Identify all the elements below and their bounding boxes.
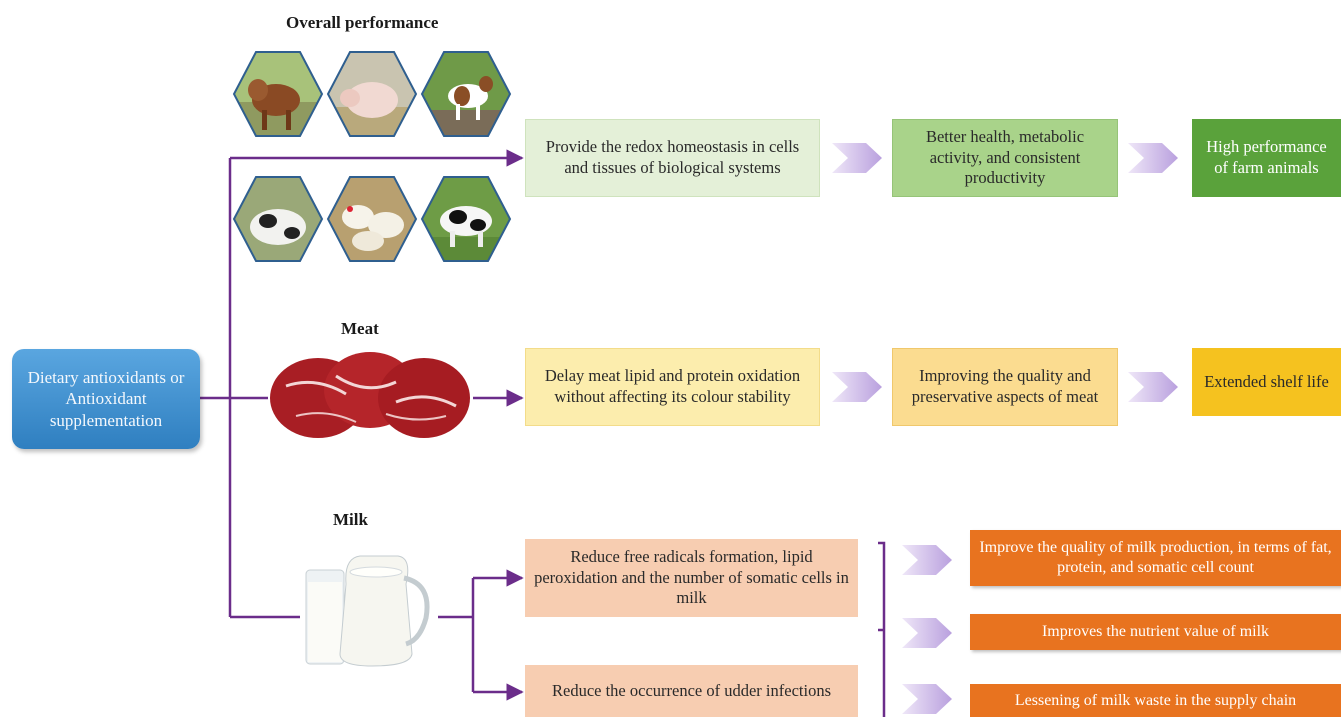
milk-cause-2-text: Reduce the occurrence of udder infection… bbox=[552, 680, 831, 700]
overall-box-1-text: Provide the redox homeostasis in cells a… bbox=[545, 137, 800, 177]
goat-icon bbox=[420, 51, 512, 137]
brown-cow-icon bbox=[232, 51, 324, 137]
raw-meat-icon bbox=[270, 352, 470, 438]
meat-box-2-text: Improving the quality and preservative a… bbox=[911, 366, 1099, 406]
meat-box-1-text: Delay meat lipid and protein oxidation w… bbox=[544, 366, 801, 406]
meat-title: Meat bbox=[341, 319, 379, 338]
milk-outcome-1-text: Improve the quality of milk production, … bbox=[979, 539, 1332, 576]
milk-outcome-1: Improve the quality of milk production, … bbox=[970, 530, 1341, 586]
milk-title: Milk bbox=[333, 510, 368, 529]
chevron-icon bbox=[1128, 143, 1178, 173]
animal-collage bbox=[232, 51, 512, 262]
chicken-icon bbox=[326, 176, 418, 262]
milk-cause-1-text: Reduce free radicals formation, lipid pe… bbox=[534, 547, 849, 608]
chevron-icon bbox=[832, 143, 882, 173]
milk-jug-glass-icon bbox=[305, 555, 430, 667]
meat-box-1: Delay meat lipid and protein oxidation w… bbox=[525, 348, 820, 426]
milk-outcome-2-text: Improves the nutrient value of milk bbox=[1041, 623, 1270, 640]
overall-box-1: Provide the redox homeostasis in cells a… bbox=[525, 119, 820, 197]
pig-icon bbox=[326, 51, 418, 137]
overall-box-2-text: Better health, metabolic activity, and c… bbox=[925, 127, 1085, 188]
meat-box-3: Extended shelf life bbox=[1192, 348, 1341, 416]
holstein-cow-icon bbox=[420, 176, 512, 262]
chevron-icon bbox=[902, 618, 952, 648]
overall-box-3-text: High performance of farm animals bbox=[1206, 137, 1327, 177]
milk-bracket bbox=[878, 541, 886, 717]
overall-box-3: High performance of farm animals bbox=[1192, 119, 1341, 197]
chevron-icon bbox=[902, 684, 952, 714]
chevron-icon bbox=[1128, 372, 1178, 402]
source-box: Dietary antioxidants or Antioxidant supp… bbox=[12, 349, 200, 449]
calf-icon bbox=[232, 176, 324, 262]
chevron-icon bbox=[902, 545, 952, 575]
milk-outcome-2: Improves the nutrient value of milk bbox=[970, 614, 1341, 650]
meat-box-3-text: Extended shelf life bbox=[1204, 371, 1329, 391]
overall-title: Overall performance bbox=[286, 13, 439, 32]
milk-outcome-3-text: Lessening of milk waste in the supply ch… bbox=[1014, 691, 1297, 709]
source-label: Dietary antioxidants or Antioxidant supp… bbox=[27, 368, 185, 430]
milk-outcome-3: Lessening of milk waste in the supply ch… bbox=[970, 684, 1341, 717]
chevron-icon bbox=[832, 372, 882, 402]
overall-box-2: Better health, metabolic activity, and c… bbox=[892, 119, 1118, 197]
meat-box-2: Improving the quality and preservative a… bbox=[892, 348, 1118, 426]
milk-cause-1: Reduce free radicals formation, lipid pe… bbox=[525, 539, 858, 617]
milk-cause-2: Reduce the occurrence of udder infection… bbox=[525, 665, 858, 717]
